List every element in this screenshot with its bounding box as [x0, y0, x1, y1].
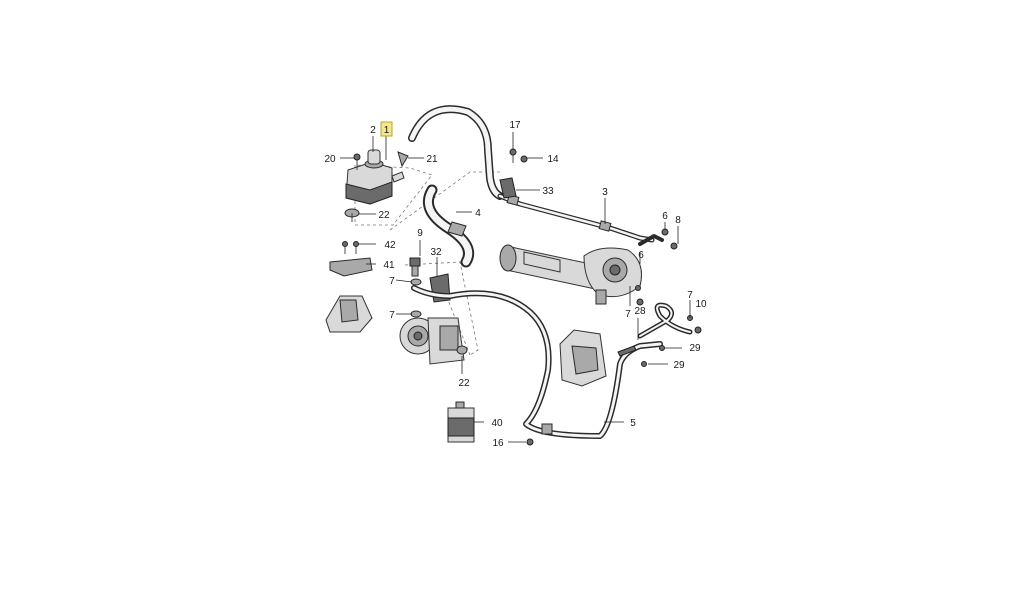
- callout-5[interactable]: 5: [630, 418, 636, 429]
- clip-29-a: [659, 345, 665, 351]
- callout-7-upper[interactable]: 7: [389, 276, 395, 287]
- hose-top[interactable]: [408, 105, 504, 200]
- pressure-hose-pump[interactable]: [411, 285, 663, 439]
- steering-rack[interactable]: [499, 244, 642, 305]
- clip-21: [397, 151, 409, 168]
- bolt-9: [409, 257, 421, 277]
- seal-7-mid: [410, 310, 422, 318]
- callout-1-highlight: [380, 121, 393, 137]
- callout-3[interactable]: 3: [602, 187, 608, 198]
- power-steering-pump[interactable]: [399, 317, 465, 365]
- callout-22-bottom[interactable]: 22: [458, 378, 470, 389]
- subframe-bracket: [559, 329, 607, 387]
- callout-29-upper[interactable]: 29: [689, 343, 701, 354]
- callout-21[interactable]: 21: [426, 154, 438, 165]
- callout-4[interactable]: 4: [475, 208, 481, 219]
- callout-7-right[interactable]: 7: [625, 309, 631, 320]
- callout-33[interactable]: 33: [542, 186, 554, 197]
- callout-1[interactable]: 1: [384, 125, 390, 136]
- callout-29-lower[interactable]: 29: [673, 360, 685, 371]
- fluid-reservoir[interactable]: [345, 149, 405, 205]
- engine-mount: [325, 295, 373, 333]
- callout-2[interactable]: 2: [370, 125, 376, 136]
- bolt-17: [509, 148, 517, 163]
- clip-22-top: [344, 208, 360, 222]
- fitting-7-right: [635, 285, 644, 306]
- bracket-41: [329, 257, 373, 277]
- callout-6-lower[interactable]: 6: [638, 250, 644, 261]
- fluid-can: [447, 401, 475, 443]
- callout-20[interactable]: 20: [324, 154, 336, 165]
- pressure-line-3[interactable]: [497, 193, 655, 243]
- callout-8[interactable]: 8: [675, 215, 681, 226]
- bolt-20: [353, 153, 361, 170]
- callout-32[interactable]: 32: [430, 247, 442, 258]
- leader-lines: [340, 132, 691, 443]
- plug-22: [456, 345, 468, 355]
- callout-28[interactable]: 28: [634, 306, 646, 317]
- callout-7-far-right[interactable]: 7: [687, 290, 693, 301]
- seal-7-top: [410, 278, 422, 286]
- callout-7-middle[interactable]: 7: [389, 310, 395, 321]
- bracket-33: [499, 177, 517, 199]
- bolts-42: [342, 241, 359, 254]
- callout-16[interactable]: 16: [492, 438, 504, 449]
- return-line-right[interactable]: [637, 302, 693, 339]
- callout-6-upper[interactable]: 6: [662, 211, 668, 222]
- callout-9[interactable]: 9: [417, 228, 423, 239]
- callout-41[interactable]: 41: [383, 260, 395, 271]
- callout-17[interactable]: 17: [509, 120, 521, 131]
- fitting-6-right: [638, 228, 678, 250]
- nut-14: [520, 155, 528, 163]
- callout-14[interactable]: 14: [547, 154, 559, 165]
- clip-29-b: [641, 361, 647, 367]
- bolt-28: [617, 345, 637, 357]
- callout-labels: 1 2 20 21 22 17 14 33 3 4 6 8 6 42 41 9 …: [324, 120, 707, 449]
- bolt-16: [526, 438, 534, 446]
- callout-40[interactable]: 40: [491, 418, 503, 429]
- callout-22-top[interactable]: 22: [378, 210, 390, 221]
- callout-42[interactable]: 42: [384, 240, 396, 251]
- suction-hose-4[interactable]: [423, 184, 475, 268]
- callout-10[interactable]: 10: [695, 299, 707, 310]
